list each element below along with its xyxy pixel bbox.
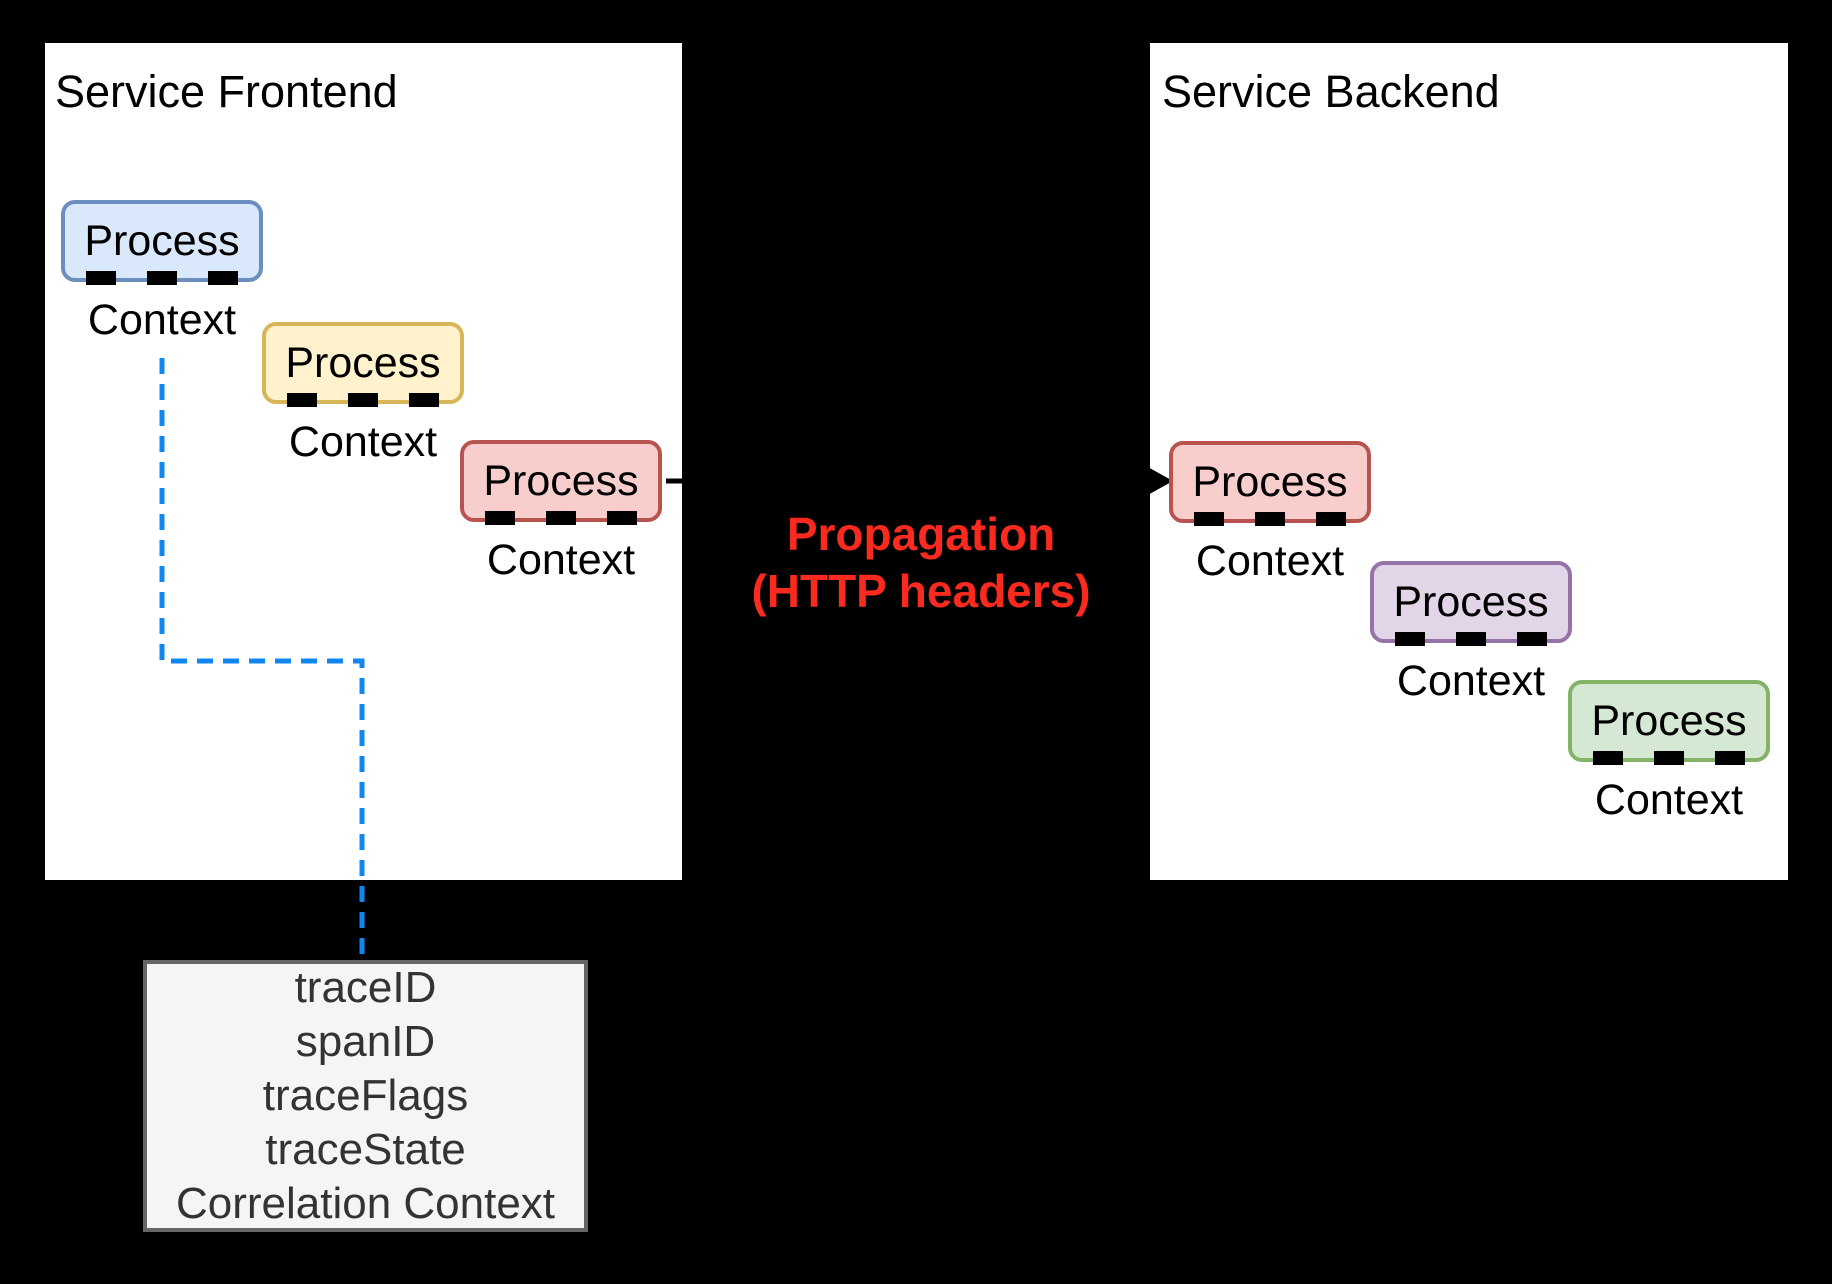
context-dash bbox=[1316, 512, 1346, 526]
process-label: Process bbox=[483, 457, 639, 505]
context-label: Context bbox=[1396, 657, 1546, 705]
context-dash bbox=[1255, 512, 1285, 526]
process-label: Process bbox=[84, 217, 240, 265]
context-dash bbox=[1654, 751, 1684, 765]
context-field-line: traceState bbox=[265, 1125, 466, 1174]
context-label: Context bbox=[87, 296, 237, 344]
context-dash bbox=[147, 271, 177, 285]
context-field-line: traceID bbox=[294, 963, 437, 1012]
context-label: Context bbox=[1594, 776, 1744, 824]
process-label: Process bbox=[1393, 578, 1549, 626]
context-dash bbox=[409, 393, 439, 407]
process-box: Process bbox=[262, 322, 464, 407]
frontend-panel-title: Service Frontend bbox=[55, 66, 398, 117]
process-label: Process bbox=[285, 339, 441, 387]
context-dash bbox=[546, 511, 576, 525]
process-box: Process bbox=[1370, 561, 1572, 646]
context-dash bbox=[1194, 512, 1224, 526]
context-label: Context bbox=[486, 536, 636, 584]
propagation-label: Propagation (HTTP headers) bbox=[680, 506, 1162, 620]
context-dash bbox=[1517, 632, 1547, 646]
context-field-line: traceFlags bbox=[262, 1071, 469, 1120]
process-box: Process bbox=[460, 440, 662, 525]
context-dash bbox=[86, 271, 116, 285]
context-label: Context bbox=[1195, 537, 1345, 585]
backend-panel-title: Service Backend bbox=[1162, 66, 1500, 117]
process-box: Process bbox=[1568, 680, 1770, 765]
context-field-line: spanID bbox=[295, 1017, 436, 1066]
process-node-backend-2: Process Context bbox=[1370, 561, 1572, 704]
process-node-backend-3: Process Context bbox=[1568, 680, 1770, 823]
context-dash bbox=[208, 271, 238, 285]
context-dash bbox=[607, 511, 637, 525]
context-fields-box: traceID spanID traceFlags traceState Cor… bbox=[143, 960, 588, 1232]
process-node-frontend-3: Process Context bbox=[460, 440, 662, 583]
context-dash bbox=[1456, 632, 1486, 646]
context-field-line: Correlation Context bbox=[175, 1179, 556, 1228]
process-node-backend-1: Process Context bbox=[1169, 441, 1371, 584]
propagation-label-line1: Propagation bbox=[786, 508, 1056, 560]
process-node-frontend-1: Process Context bbox=[61, 200, 263, 343]
context-dash bbox=[1395, 632, 1425, 646]
process-label: Process bbox=[1192, 458, 1348, 506]
context-dash bbox=[485, 511, 515, 525]
context-dash bbox=[287, 393, 317, 407]
process-box: Process bbox=[1169, 441, 1371, 526]
propagation-label-line2: (HTTP headers) bbox=[751, 565, 1091, 617]
process-node-frontend-2: Process Context bbox=[262, 322, 464, 465]
context-label: Context bbox=[288, 418, 438, 466]
process-label: Process bbox=[1591, 697, 1747, 745]
context-dash bbox=[348, 393, 378, 407]
context-dash bbox=[1715, 751, 1745, 765]
process-box: Process bbox=[61, 200, 263, 285]
context-dash bbox=[1593, 751, 1623, 765]
